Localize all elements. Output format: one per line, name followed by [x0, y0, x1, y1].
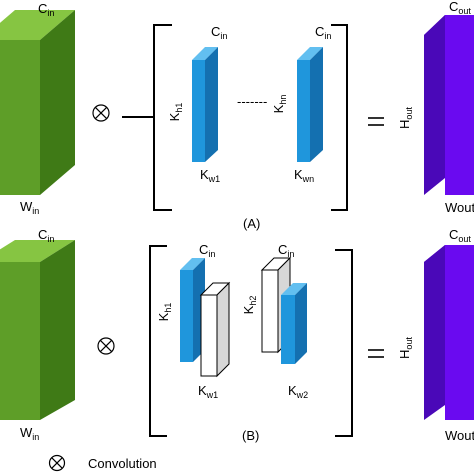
kernel-a1 [192, 47, 218, 162]
output-b-front-face [445, 245, 474, 420]
kernel-b2 [260, 256, 307, 364]
kernel-b2-white-front [261, 269, 279, 353]
kernel-b1-blue-top [180, 258, 205, 270]
input-a-top-face [0, 10, 75, 40]
kernel-b2-channels-label: Cin [278, 242, 294, 259]
equals-sign-a [368, 117, 384, 126]
output-b-height-label: Hout [397, 337, 414, 359]
output-a-side-face [424, 15, 445, 195]
input-b-channels-label: Cin [38, 227, 54, 244]
kernel-ellipsis: ------- [237, 94, 267, 109]
output-b-channels-label: Cout [449, 227, 471, 244]
input-a-width-label: Win [20, 199, 39, 216]
kernel-b2-blue-front [281, 295, 295, 364]
caption-b: (B) [242, 428, 259, 443]
caption-a: (A) [243, 216, 260, 231]
input-b-side-face [40, 240, 75, 420]
legend-convolution-icon [48, 454, 66, 472]
input-feature-map-a [0, 10, 75, 195]
kernel-b1-white-front [200, 294, 218, 377]
kernel-a1-channels-label: Cin [211, 24, 227, 41]
kernel-an-front-face [297, 60, 310, 162]
output-feature-map-a [424, 15, 474, 195]
kernel-b2-blue-top [281, 283, 307, 295]
equals-sign-b [368, 349, 384, 358]
input-b-top-face [0, 240, 75, 262]
right-bracket-b [335, 249, 353, 437]
kernel-a1-width-label: Kw1 [200, 167, 220, 184]
left-bracket-b [149, 245, 167, 437]
kernel-b1-channels-label: Cin [199, 242, 215, 259]
kernel-b1 [180, 258, 231, 378]
kernel-a1-top-face [192, 47, 218, 60]
kernel-b1-width-label: Kw1 [198, 383, 218, 400]
right-bracket-a [331, 24, 348, 211]
left-bracket-a [122, 24, 172, 211]
input-b-width-label: Win [20, 425, 39, 442]
output-a-height-label: Hout [397, 107, 414, 129]
kernel-an [297, 47, 323, 162]
kernel-b1-height-label: Kh1 [156, 303, 173, 322]
kernel-a1-front-face [192, 60, 205, 162]
output-b-width-label: Wout [445, 428, 474, 443]
kernel-an-top-face [297, 47, 323, 60]
output-b-side-face [424, 245, 445, 420]
kernel-b1-blue-front [180, 270, 193, 362]
kernel-b1-white-side [216, 281, 230, 378]
kernel-a1-side-face [205, 47, 218, 162]
input-a-front-face [0, 40, 40, 195]
input-b-front-face [0, 262, 40, 420]
kernel-a1-height-label: Kh1 [167, 103, 184, 122]
kernel-an-side-face [310, 47, 323, 162]
output-feature-map-b [424, 245, 474, 420]
output-a-channels-label: Cout [449, 0, 471, 16]
legend: Convolution [48, 454, 157, 472]
kernel-an-height-label: Khn [271, 95, 288, 114]
convolution-operator-icon-b [97, 337, 115, 355]
kernel-an-channels-label: Cin [315, 24, 331, 41]
kernel-an-width-label: Kwn [294, 167, 314, 184]
input-feature-map-b [0, 240, 75, 420]
legend-label: Convolution [88, 456, 157, 471]
kernel-b2-height-label: Kh2 [241, 296, 258, 315]
output-a-front-face [445, 15, 474, 195]
kernel-b2-width-label: Kw2 [288, 383, 308, 400]
kernel-b2-blue-side [295, 283, 307, 364]
panel-a: Cin Win Cin Kh1 Kw1 ------- Cin Khn Kwn [0, 0, 474, 231]
input-a-side-face [40, 10, 75, 195]
output-a-width-label: Wout [445, 200, 474, 215]
convolution-operator-icon [92, 104, 110, 122]
input-a-channels-label: Cin [38, 1, 54, 18]
panel-b: Cin Win Cin Kh1 Kw1 C [0, 227, 474, 443]
